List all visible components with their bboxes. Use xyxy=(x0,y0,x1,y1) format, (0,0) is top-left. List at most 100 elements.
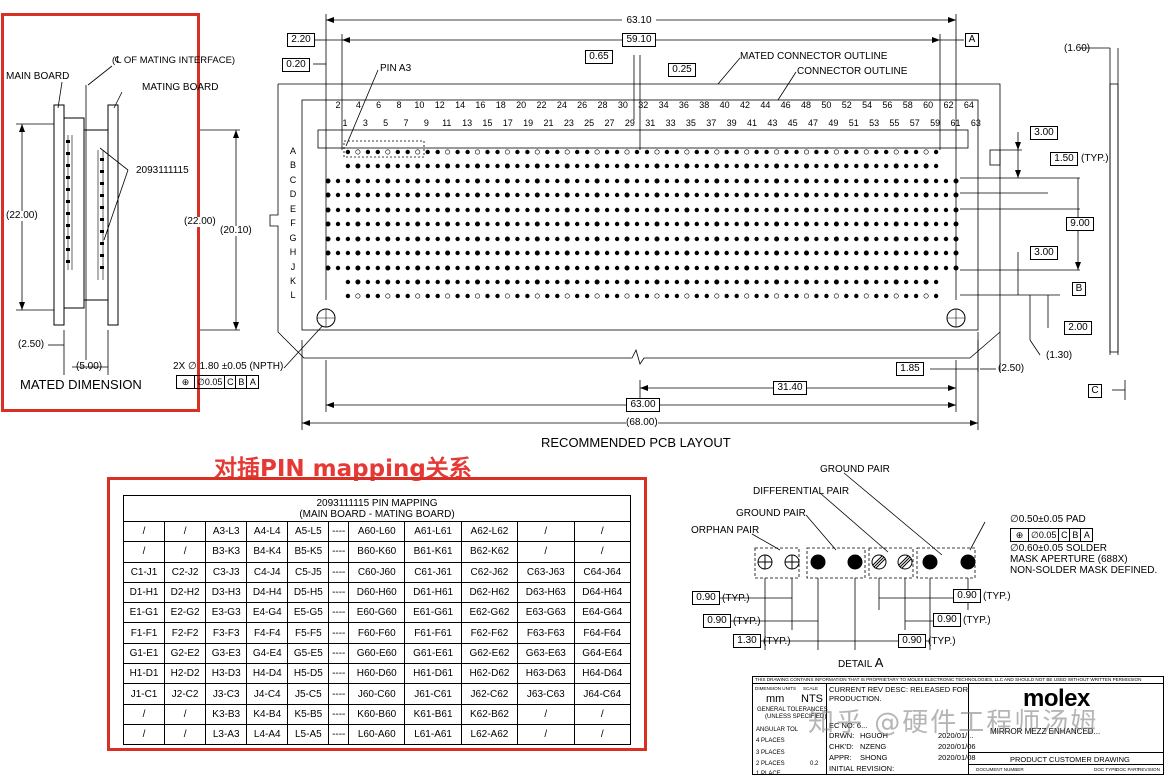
pin-pad xyxy=(634,279,640,285)
pin-pad xyxy=(684,265,690,271)
pin-pad xyxy=(564,178,570,184)
pin-pad xyxy=(515,250,520,256)
dim-2-00: 2.00 xyxy=(1064,321,1092,335)
pin-pad xyxy=(355,221,361,227)
pin-pad xyxy=(913,279,919,285)
pin-pad xyxy=(704,221,709,227)
pin-pad xyxy=(385,163,391,169)
pin-pad xyxy=(405,149,410,155)
pin-pad xyxy=(504,178,510,184)
pin-pad xyxy=(345,265,351,271)
pin-column-label-even: 26 xyxy=(577,100,588,110)
tb-row-line xyxy=(752,683,1164,684)
pin-pad xyxy=(903,221,909,227)
pin-pad xyxy=(833,250,839,256)
pin-pad xyxy=(405,163,410,169)
pin-pad xyxy=(923,178,929,184)
pin-pad xyxy=(435,163,440,169)
table-cell: F2-F2 xyxy=(164,622,207,644)
table-cell: ---- xyxy=(328,683,350,705)
pin-pad xyxy=(883,192,889,198)
pin-pad xyxy=(893,221,899,227)
pin-pad xyxy=(863,279,869,285)
pin-pad xyxy=(794,279,799,285)
pin-pad xyxy=(674,250,680,256)
dim-2-50: (2.50) xyxy=(998,363,1025,374)
pin-pad xyxy=(664,293,670,299)
pin-pad xyxy=(594,265,600,271)
table-cell: / xyxy=(573,541,631,563)
pin-pad xyxy=(784,149,789,155)
pin-pad xyxy=(744,149,750,155)
table-cell: J4-C4 xyxy=(246,683,289,705)
drawn-date: 2020/01/... xyxy=(938,731,974,740)
pin-pad xyxy=(734,207,739,213)
pin-pad xyxy=(794,207,799,213)
pin-pad xyxy=(854,236,859,242)
table-cell: / xyxy=(517,520,575,543)
pin-pad xyxy=(664,178,670,184)
pin-pad xyxy=(355,178,361,184)
pin-pad xyxy=(734,221,739,227)
table-cell: ---- xyxy=(328,663,350,685)
pin-pad xyxy=(405,279,410,285)
pin-column-label-odd: 3 xyxy=(362,118,368,128)
pin-pad xyxy=(594,207,600,213)
table-cell: G61-E61 xyxy=(404,642,462,665)
pin-pad xyxy=(844,163,849,169)
pin-pad xyxy=(345,250,351,256)
pin-pad xyxy=(474,236,480,242)
pin-pad xyxy=(923,163,929,169)
doc-type-label: DOC TYPE xyxy=(1094,767,1118,772)
pin-pad xyxy=(674,178,680,184)
pin-pad xyxy=(325,265,331,271)
pin-pad xyxy=(335,265,341,271)
pin-pad xyxy=(714,149,720,155)
pin-pad xyxy=(854,293,859,299)
pin-pad xyxy=(575,236,580,242)
pin-pad xyxy=(913,149,919,155)
pin-pad xyxy=(385,192,391,198)
pin-pad xyxy=(365,192,371,198)
table-cell: E1-G1 xyxy=(122,602,166,624)
pin-pad xyxy=(854,192,859,198)
two-places-value: 0.2 xyxy=(810,761,819,767)
pin-pad xyxy=(515,163,520,169)
pin-pad xyxy=(903,250,909,256)
pin-pad xyxy=(644,293,650,299)
connector-outline-label: CONNECTOR OUTLINE xyxy=(797,66,908,77)
pin-pad xyxy=(854,265,859,271)
pin-pad xyxy=(525,163,530,169)
pin-pad xyxy=(754,149,759,155)
pin-pad xyxy=(634,149,640,155)
pin-pad xyxy=(534,149,540,155)
pin-pad xyxy=(435,149,440,155)
pin-pad xyxy=(764,149,769,155)
pin-pad xyxy=(814,207,819,213)
pin-pad xyxy=(814,221,819,227)
table-cell: H60-D60 xyxy=(348,663,406,685)
npth-tolerance: ∅0.05 xyxy=(195,376,226,388)
pin-pad xyxy=(854,279,859,285)
pin-pad xyxy=(824,163,829,169)
pin-pad xyxy=(913,293,919,299)
pin-pad xyxy=(764,250,769,256)
pin-pad xyxy=(754,279,759,285)
proprietary-notice: THIS DRAWING CONTAINS INFORMATION THAT I… xyxy=(755,677,1142,682)
pin-pad xyxy=(365,149,371,155)
pin-pad xyxy=(545,279,550,285)
pin-pad xyxy=(824,265,829,271)
table-cell: C4-J4 xyxy=(246,561,289,583)
pin-pad xyxy=(854,250,859,256)
pin-row-label: L xyxy=(290,290,296,300)
pin-pad xyxy=(684,221,690,227)
pin-pad xyxy=(335,221,341,227)
pin-pad xyxy=(345,293,351,299)
pin-pad xyxy=(415,265,421,271)
pin-pad xyxy=(564,221,570,227)
pin-pad xyxy=(405,221,410,227)
pin-pad xyxy=(375,178,381,184)
pin-pad xyxy=(724,293,729,299)
table-cell: A62-L62 xyxy=(460,520,519,543)
